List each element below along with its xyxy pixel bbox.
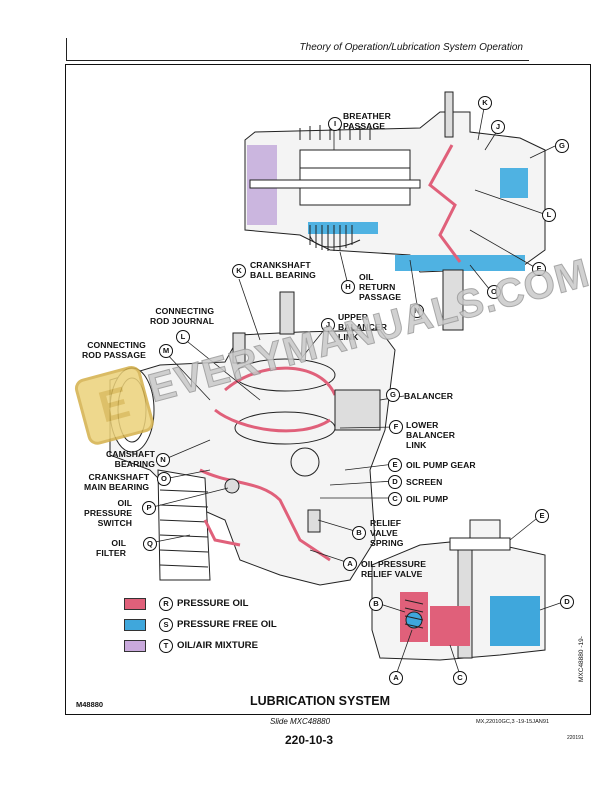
label-oil-pump-gear: OIL PUMP GEAR bbox=[406, 460, 476, 470]
label-oil-pressure-switch: OIL PRESSURE SWITCH bbox=[84, 498, 133, 528]
top-cross-section bbox=[244, 91, 546, 331]
legend-pressure-oil: PRESSURE OIL bbox=[177, 598, 249, 609]
label-breather-passage: BREATHER PASSAGE bbox=[343, 111, 391, 131]
legend-swatch-pressure-oil bbox=[124, 598, 146, 610]
callout-f: F bbox=[389, 420, 403, 434]
callout-j-top: J bbox=[491, 120, 505, 134]
callout-l: L bbox=[176, 330, 190, 344]
callout-l-top: L bbox=[542, 208, 556, 222]
callout-m: M bbox=[159, 344, 173, 358]
label-camshaft-bearing: CAMSHAFT BEARING bbox=[106, 449, 156, 469]
slide-label: Slide MXC48880 bbox=[270, 717, 331, 726]
callout-a: A bbox=[343, 557, 357, 571]
label-upper-balancer-link: UPPER BALANCER LINK bbox=[338, 312, 388, 342]
callout-h: H bbox=[341, 280, 355, 294]
callout-g-top: G bbox=[555, 139, 569, 153]
callout-c: C bbox=[388, 492, 402, 506]
callout-t: T bbox=[159, 639, 173, 653]
callout-d-inset: D bbox=[560, 595, 574, 609]
callout-j: J bbox=[321, 318, 335, 332]
callout-e: E bbox=[388, 458, 402, 472]
reference-code: MX,22010GC,3 -19-15JAN91 bbox=[476, 719, 550, 725]
callout-o-top: O bbox=[487, 285, 501, 299]
side-code: MXC48880 -19- bbox=[578, 636, 585, 682]
label-oil-pressure-relief-valve: OIL PRESSURE RELIEF VALVE bbox=[361, 559, 427, 579]
label-oil-return-passage: OIL RETURN PASSAGE bbox=[359, 272, 402, 302]
label-screen: SCREEN bbox=[406, 477, 443, 487]
callout-i: I bbox=[328, 117, 342, 131]
label-crankshaft-ball-bearing: CRANKSHAFT BALL BEARING bbox=[250, 260, 316, 280]
callout-p: P bbox=[142, 501, 156, 515]
header-title: Theory of Operation/Lubrication System O… bbox=[299, 42, 523, 53]
header-bar: Theory of Operation/Lubrication System O… bbox=[66, 38, 529, 61]
callout-k-top: K bbox=[478, 96, 492, 110]
label-oil-pump: OIL PUMP bbox=[406, 494, 449, 504]
pressure-free-oil-inset bbox=[490, 596, 540, 646]
callout-g: G bbox=[386, 388, 400, 402]
callout-r: R bbox=[159, 597, 173, 611]
label-crankshaft-main-bearing: CRANKSHAFT MAIN BEARING bbox=[84, 472, 150, 492]
callout-n-left: N bbox=[156, 453, 170, 467]
callout-s: S bbox=[159, 618, 173, 632]
legend-oil-air-mixture: OIL/AIR MIXTURE bbox=[177, 640, 259, 651]
callout-e-inset: E bbox=[535, 509, 549, 523]
leader-lines bbox=[148, 107, 567, 676]
pressure-free-oil-top bbox=[308, 222, 378, 234]
legend-swatch-oil-air-mixture bbox=[124, 640, 146, 652]
callout-b-inset: B bbox=[369, 597, 383, 611]
label-lower-balancer-link: LOWER BALANCER LINK bbox=[406, 420, 456, 450]
figure-frame bbox=[65, 64, 591, 715]
label-connecting-rod-journal: CONNECTING ROD JOURNAL bbox=[150, 306, 215, 326]
watermark-logo-letter: E bbox=[93, 377, 135, 433]
label-connecting-rod-passage: CONNECTING ROD PASSAGE bbox=[82, 340, 146, 360]
relief-valve-inset bbox=[371, 519, 546, 661]
callout-d: D bbox=[388, 475, 402, 489]
callout-o: O bbox=[157, 472, 171, 486]
callout-f-top: F bbox=[532, 262, 546, 276]
label-balancer: BALANCER bbox=[404, 391, 454, 401]
callout-b: B bbox=[352, 526, 366, 540]
callout-q: Q bbox=[143, 537, 157, 551]
watermark-logo: E bbox=[72, 363, 157, 448]
label-oil-filter: OIL FILTER bbox=[96, 538, 127, 558]
callout-a-inset: A bbox=[389, 671, 403, 685]
figure-code: M48880 bbox=[76, 700, 104, 709]
corner-code: 220191 bbox=[567, 735, 584, 741]
page-number: 220-10-3 bbox=[285, 733, 334, 747]
callout-c-inset: C bbox=[453, 671, 467, 685]
callout-k: K bbox=[232, 264, 246, 278]
label-relief-valve-spring: RELIEF VALVE SPRING bbox=[370, 518, 404, 548]
callout-n: N bbox=[410, 304, 424, 318]
legend-swatch-pressure-free-oil bbox=[124, 619, 146, 631]
legend-pressure-free-oil: PRESSURE FREE OIL bbox=[177, 619, 277, 630]
figure-title: LUBRICATION SYSTEM bbox=[250, 694, 391, 708]
